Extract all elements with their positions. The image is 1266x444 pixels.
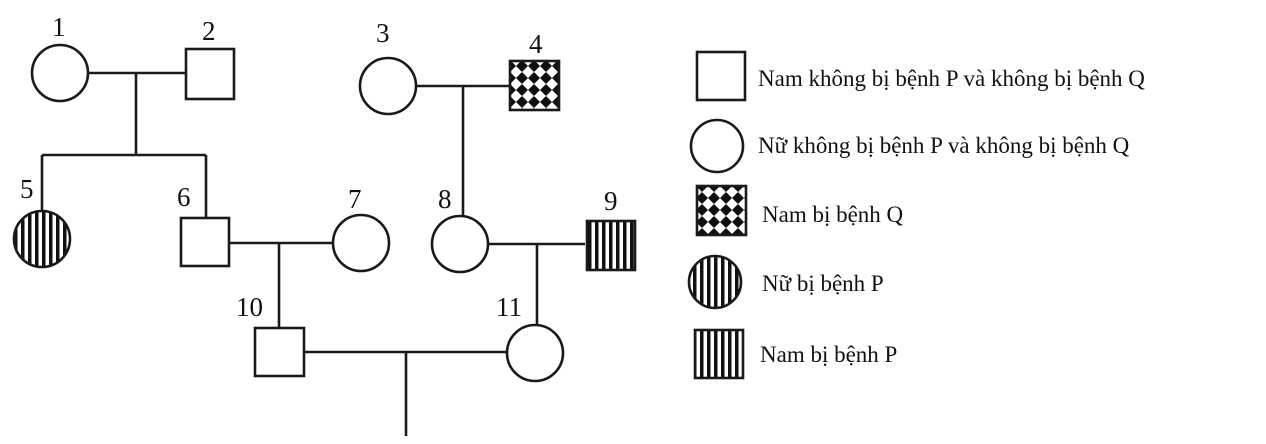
- legend-male-p-label: Nam bị bệnh P: [760, 342, 897, 367]
- label-7: 7: [348, 184, 362, 214]
- individual-4-male-disease-q: [508, 59, 561, 112]
- label-9: 9: [604, 186, 618, 216]
- legend-female-normal-symbol: [689, 118, 745, 174]
- label-5: 5: [20, 174, 34, 204]
- legend-female-p-symbol: [687, 254, 743, 310]
- legend-female-p-label: Nữ bị bệnh P: [762, 271, 884, 296]
- label-4: 4: [529, 29, 543, 59]
- legend-male-q-symbol: [695, 184, 748, 237]
- label-2: 2: [202, 16, 216, 46]
- label-3: 3: [376, 18, 390, 48]
- individual-11-female-normal: [505, 323, 565, 383]
- label-6: 6: [177, 182, 191, 212]
- label-8: 8: [438, 184, 452, 214]
- individual-2-male-normal: [184, 47, 236, 101]
- individual-8-female-normal: [430, 214, 490, 274]
- individual-1-female-normal: [30, 43, 90, 103]
- individual-6-male-normal: [179, 216, 231, 268]
- individual-3-female-normal: [358, 56, 418, 116]
- label-10: 10: [236, 292, 263, 322]
- individual-7-female-normal: [331, 213, 391, 273]
- legend-male-normal-label: Nam không bị bệnh P và không bị bệnh Q: [758, 66, 1145, 91]
- legend-male-p-symbol: [693, 328, 745, 380]
- label-11: 11: [496, 292, 522, 322]
- individual-10-male-normal: [253, 326, 306, 378]
- legend-male-q-label: Nam bị bệnh Q: [762, 202, 904, 227]
- individual-5-female-disease-p: [12, 209, 72, 269]
- pedigree-lines: [40, 71, 585, 436]
- legend: Nam không bị bệnh P và không bị bệnh Q N…: [687, 50, 1145, 380]
- legend-male-normal-symbol: [695, 50, 747, 102]
- individual-9-male-disease-p: [585, 219, 637, 272]
- legend-female-normal-label: Nữ không bị bệnh P và không bị bệnh Q: [758, 133, 1130, 158]
- label-1: 1: [52, 12, 66, 42]
